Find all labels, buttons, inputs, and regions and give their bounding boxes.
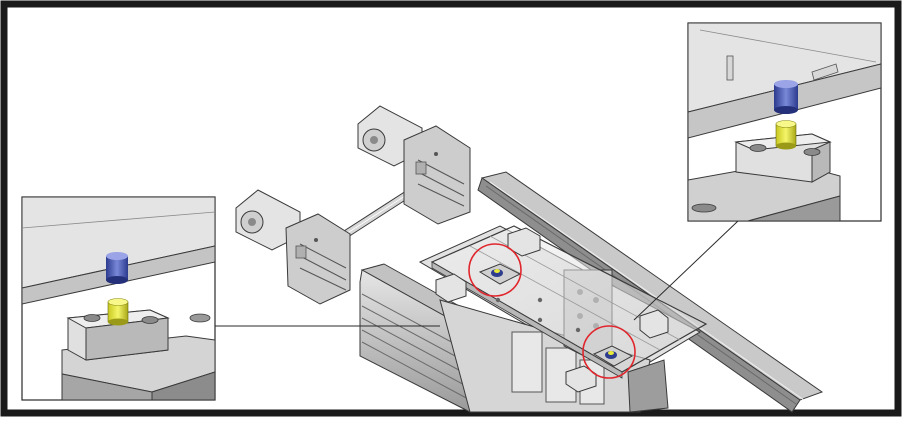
plate-pin-lower — [592, 345, 634, 367]
left-bushing — [106, 252, 128, 284]
highlight-circle-lower — [582, 325, 636, 379]
front-clamp-assembly — [235, 189, 351, 305]
right-callout-leader — [633, 220, 739, 321]
left-locating-pin — [107, 298, 129, 326]
right-bushing — [774, 80, 798, 114]
main-assembly — [235, 105, 824, 413]
right-detail-callout — [687, 22, 882, 222]
rear-clamp-assembly — [357, 105, 471, 225]
right-locating-pin — [775, 120, 797, 150]
left-detail-callout — [21, 196, 216, 401]
plate-pin-upper — [478, 263, 522, 285]
highlight-circle-upper — [468, 243, 522, 297]
corner-clamps — [435, 227, 669, 393]
lower-rail — [359, 263, 471, 413]
